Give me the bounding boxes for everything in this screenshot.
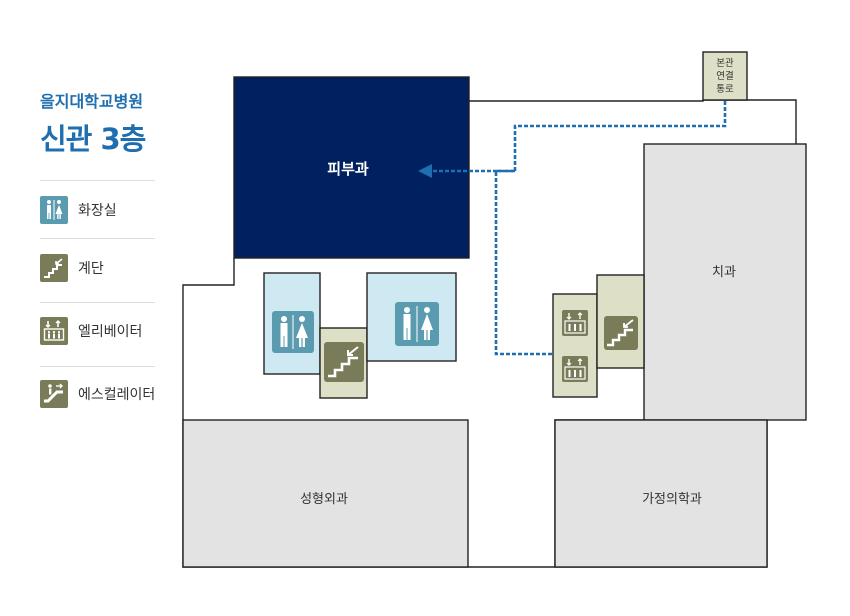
stairs-icon [604, 316, 638, 350]
room-label-dentistry: 치과 [712, 265, 736, 280]
room-plastic-surgery[interactable] [182, 419, 469, 568]
elevator-icon [562, 356, 588, 382]
hospital-name: 을지대학교병원 [40, 92, 144, 111]
corridor-connection-box [702, 51, 748, 101]
stairs-icon [40, 254, 68, 282]
elevator-icon [562, 310, 588, 336]
legend-label-restroom: 화장실 [78, 203, 117, 219]
legend-label-escalator: 에스컬레이터 [78, 387, 156, 403]
restroom-icon [395, 302, 439, 346]
elevator-icon [40, 317, 68, 345]
legend-item-restroom: 화장실 [40, 195, 117, 225]
legend-divider [40, 302, 155, 303]
stairs-icon [324, 342, 364, 382]
corridor-label-line1: 본관 [716, 58, 734, 69]
restroom-icon [40, 196, 68, 224]
legend-item-escalator: 에스컬레이터 [40, 379, 155, 409]
room-family-medicine[interactable] [554, 419, 768, 568]
escalator-icon [40, 380, 68, 408]
building-outline [469, 99, 797, 144]
room-label-family-medicine: 가정의학과 [642, 492, 702, 507]
room-label-plastic-surgery: 성형외과 [300, 492, 348, 507]
corridor-label-line2: 연결 [716, 71, 733, 82]
legend-label-stairs: 계단 [78, 261, 104, 277]
legend-divider [40, 366, 155, 367]
corridor-label-line3: 통로 [716, 84, 734, 95]
room-dentistry[interactable] [643, 143, 807, 421]
legend-divider [40, 238, 155, 239]
route-arrow-icon [418, 164, 432, 178]
restroom-icon [272, 311, 314, 353]
room-label-dermatology: 피부과 [327, 160, 369, 178]
floor-title: 신관 3층 [40, 122, 146, 156]
legend-item-stairs: 계단 [40, 253, 104, 283]
legend-divider [40, 180, 155, 181]
legend-label-elevator: 엘리베이터 [78, 324, 143, 340]
legend-item-elevator: 엘리베이터 [40, 316, 142, 346]
